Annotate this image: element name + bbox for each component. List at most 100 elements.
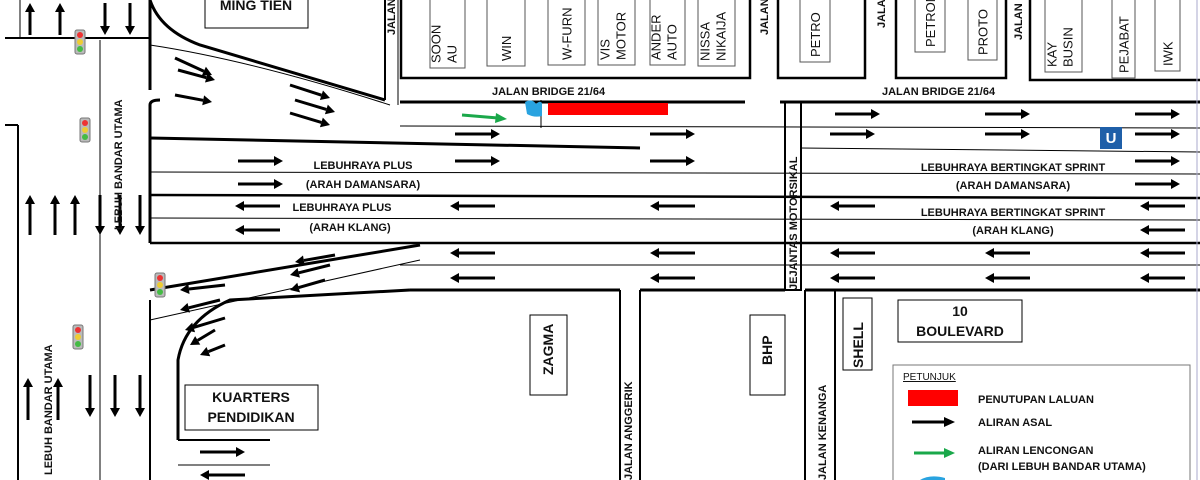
zagma-label: ZAGMA [540,324,556,375]
shop-label: W-FURN [560,8,575,60]
traffic-arrow [650,248,695,258]
traffic-arrow [200,447,245,457]
traffic-light-icon [74,29,86,55]
traffic-arrow [85,375,95,417]
sprint-damansara-dir: (ARAH DAMANSARA) [956,180,1071,192]
traffic-arrow [190,328,216,345]
traffic-arrow [115,195,125,235]
shop-label: AUTO [665,24,680,60]
traffic-arrow [1135,129,1180,139]
traffic-arrow [1135,156,1180,166]
traffic-arrow [985,248,1030,258]
shop-label: AU [445,45,460,63]
bhp-box [749,314,786,396]
sprint-damansara-label: LEBUHRAYA BERTINGKAT SPRINT [921,162,1106,174]
traffic-arrow [289,83,330,100]
jalan-kenanga-label: JALAN KENANGA [817,385,829,480]
shop-box [697,0,736,67]
traffic-arrow [290,278,326,293]
shop-box [429,0,466,69]
plus-damansara-label: LEBUHRAYA PLUS [313,160,412,172]
shop-box [1111,0,1136,79]
traffic-arrow [70,195,80,235]
flag-icon [525,100,542,128]
traffic-arrow [455,156,500,166]
traffic-arrow [830,273,875,283]
boulevard-label: BOULEVARD [916,323,1004,339]
traffic-arrow [177,68,215,83]
shop-box [486,0,526,67]
traffic-arrow [835,109,880,119]
lebuh-bandar-utama-label: LEBUH BANDAR UTAMA [113,99,125,230]
traffic-arrow [100,3,110,35]
shop-box [914,0,946,53]
jalan-bridge-label: JALAN BRIDGE 21/64 [492,86,606,98]
legend-closure-label: PENUTUPAN LALUAN [978,394,1094,406]
shop-box [1154,0,1181,72]
traffic-arrow [295,253,336,266]
jalan-anggerik-label: JALAN ANGGERIK [623,381,635,480]
traffic-arrow [125,3,135,35]
traffic-arrow [650,273,695,283]
traffic-arrow [200,343,226,357]
shop-box [967,0,998,61]
traffic-arrow [53,378,63,420]
traffic-arrow [985,109,1030,119]
traffic-arrow [830,201,875,211]
traffic-arrow [650,156,695,166]
traffic-arrow [55,3,65,35]
plus-klang-dir: (ARAH KLANG) [309,222,391,234]
traffic-arrow [830,129,875,139]
shop-label: KAY [1045,42,1060,67]
traffic-arrow [174,93,212,106]
legend-flag-icon [920,476,945,480]
traffic-arrow [95,195,105,235]
traffic-arrow [1135,109,1180,119]
traffic-arrow [455,129,500,139]
traffic-arrow [1140,201,1185,211]
shop-label: PETRO [808,12,823,57]
bhp-label: BHP [759,335,775,365]
lebuh-bandar-utama-label: LEBUH BANDAR UTAMA [43,344,55,475]
legend-title: PETUNJUK [903,372,956,383]
traffic-arrow [294,98,335,115]
jalan-bridge-label: JALAN BRIDGE 21/64 [882,86,996,98]
traffic-arrows [23,3,1185,480]
traffic-arrow [110,375,120,417]
traffic-light-icon [79,117,91,143]
shop-label: NISSA [698,22,713,61]
jalan-label: JALAN [759,0,771,35]
plus-damansara-dir: (ARAH DAMANSARA) [306,179,421,191]
shop-label: MOTOR [614,12,629,60]
shop-label: SOON [429,25,444,63]
jejantas-label: JEJANTAS MOTORSIKAL [788,156,800,290]
road-lines [5,0,1200,480]
shop-label: NIKAIJA [714,12,729,61]
ming-tien-box [204,0,309,29]
shop-label: ANDER [649,14,664,60]
legend-closure-swatch [908,390,958,406]
traffic-arrow [50,195,60,235]
boulevard-box [897,299,1023,343]
traffic-arrow [185,316,226,333]
shop-label: PEJABAT [1117,16,1132,73]
kuarters-label: KUARTERS [212,389,290,405]
traffic-light-icon [154,272,166,298]
legend-detour-note: (DARI LEBUH BANDAR UTAMA) [978,461,1146,473]
shop-box [1044,0,1083,73]
zagma-box [529,314,568,396]
kuarters-box [184,384,319,431]
traffic-arrow [25,195,35,235]
sprint-klang-dir: (ARAH KLANG) [972,225,1054,237]
shop-label: WIN [499,36,514,61]
shop-label: VIS [598,39,613,60]
shop-label: PROTO [976,9,991,55]
traffic-arrow [1140,273,1185,283]
shop-label: IWK [1161,41,1176,66]
boulevard-number: 10 [952,303,968,319]
traffic-arrow [238,156,283,166]
traffic-arrow [985,129,1030,139]
traffic-arrow [650,201,695,211]
